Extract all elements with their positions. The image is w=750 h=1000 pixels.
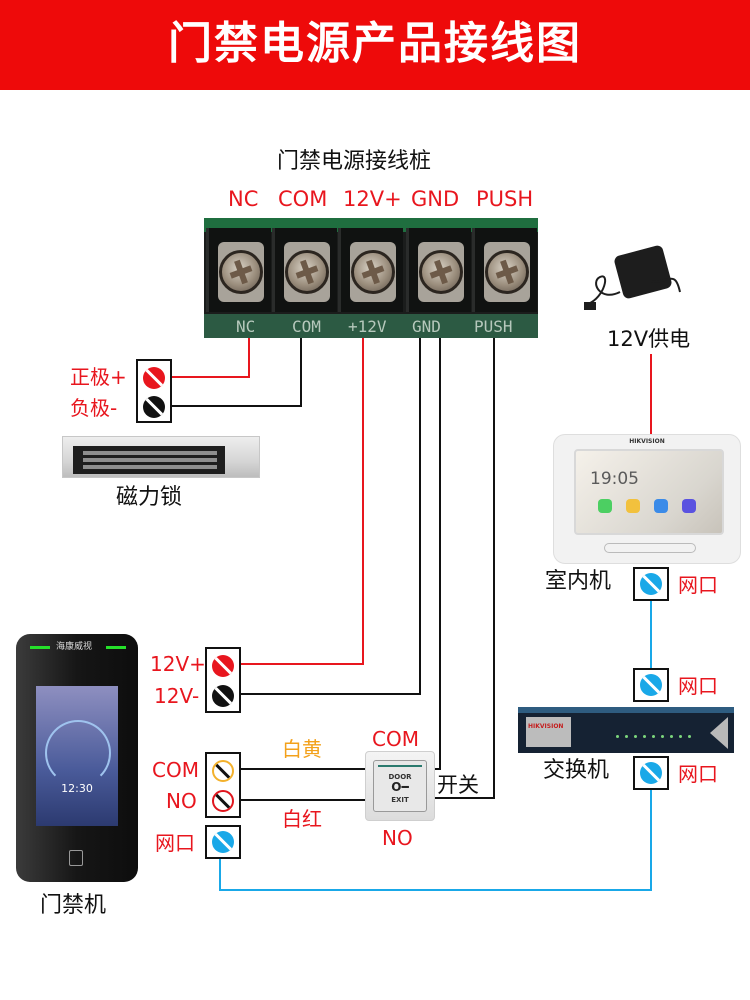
exit-button-image: DOOR O━ EXIT <box>365 751 435 821</box>
network-switch-image: HIKVISION <box>518 707 734 753</box>
exit-button-door-text: DOOR <box>388 773 412 781</box>
lock-positive-label: 正极+ <box>70 365 127 389</box>
pcb-label-com: COM <box>292 317 321 336</box>
power-terminal-title: 门禁电源接线桩 <box>277 149 432 174</box>
exit-button-switch-label: 开关 <box>437 773 479 797</box>
title-banner: 门禁电源产品接线图 <box>0 0 750 90</box>
screw-terminal-12v <box>338 228 403 312</box>
switch-top-net-connector <box>633 668 669 702</box>
monitor-net-label: 网口 <box>678 573 718 597</box>
switch-bottom-net-label: 网口 <box>678 762 718 786</box>
indoor-monitor-image: HIKVISION 19:05 <box>553 434 741 564</box>
wire-no-color-label: 白红 <box>282 807 322 831</box>
terminal-label-12v: 12V+ <box>343 187 402 211</box>
terminal-net-port-icon <box>212 831 234 853</box>
magnetic-lock-image <box>62 436 260 478</box>
pcb-label-12v: +12V <box>348 317 387 336</box>
terminal-no-icon <box>212 790 234 812</box>
terminal-power-plus-label: 12V+ <box>150 652 206 676</box>
terminal-relay-connector <box>205 752 241 818</box>
terminal-label-com: COM <box>278 187 328 211</box>
adapter-cable-icon <box>584 275 681 310</box>
wire-com-color-label: 白黄 <box>282 737 322 761</box>
access-terminal-label: 门禁机 <box>40 893 107 918</box>
terminal-brand: 海康威视 <box>56 642 93 652</box>
page-title: 门禁电源产品接线图 <box>168 18 582 69</box>
terminal-net-label: 网口 <box>155 831 195 855</box>
switch-top-net-port-icon <box>640 674 662 696</box>
switch-bottom-net-connector <box>633 756 669 790</box>
screw-terminal-com <box>272 228 337 312</box>
switch-bottom-net-port-icon <box>640 762 662 784</box>
message-app-icon <box>626 499 640 513</box>
exit-button-com-label: COM <box>372 727 419 751</box>
terminal-label-nc: NC <box>228 187 259 211</box>
switch-brand: HIKVISION <box>528 723 564 730</box>
wire-12v-to-terminal-plus <box>240 338 364 665</box>
face-scan-ring-icon <box>45 720 111 786</box>
monitor-net-port-icon <box>640 573 662 595</box>
pcb-label-nc: NC <box>236 317 256 336</box>
access-terminal-image: 海康威视 12:30 <box>16 634 138 882</box>
terminal-screen-time: 12:30 <box>61 782 93 795</box>
terminal-com-label: COM <box>152 758 199 782</box>
magnetic-lock-label: 磁力锁 <box>116 485 183 510</box>
terminal-no-label: NO <box>166 789 197 813</box>
lock-negative-label: 负极- <box>70 396 118 420</box>
pcb-label-push: PUSH <box>474 317 513 336</box>
wire-push-to-exit <box>432 330 495 799</box>
switch-top-net-label: 网口 <box>678 674 718 698</box>
indoor-monitor-label: 室内机 <box>545 569 612 594</box>
lock-positive-terminal-icon <box>143 367 165 389</box>
lock-connector <box>136 359 172 423</box>
wire-com-to-lock-negative <box>172 330 302 407</box>
phone-app-icon <box>598 499 612 513</box>
terminal-power-minus-icon <box>212 685 234 707</box>
wire-gnd-to-terminal-minus <box>240 330 421 695</box>
key-icon: O━ <box>391 780 409 794</box>
screw-terminal-push <box>472 228 537 312</box>
power-terminal-block-photo: NC COM +12V GND PUSH <box>204 218 538 338</box>
wire-switch-to-terminal-net <box>219 790 652 891</box>
adapter-label: 12V供电 <box>607 327 691 351</box>
camera-app-icon <box>654 499 668 513</box>
pcb-label-gnd: GND <box>412 317 441 336</box>
terminal-com-icon <box>212 760 234 782</box>
exit-button-no-label: NO <box>382 826 413 850</box>
terminal-label-push: PUSH <box>476 187 534 211</box>
monitor-net-connector <box>633 567 669 601</box>
exit-button-exit-text: EXIT <box>391 796 409 804</box>
terminal-power-connector <box>205 647 241 713</box>
card-reader-icon <box>69 850 83 866</box>
monitor-brand: HIKVISION <box>629 438 665 445</box>
terminal-power-minus-label: 12V- <box>154 684 200 708</box>
wire-nc-to-lock-positive <box>172 330 250 378</box>
screw-terminal-nc <box>206 228 271 312</box>
terminal-label-gnd: GND <box>411 187 460 211</box>
screw-terminal-gnd <box>406 228 471 312</box>
settings-app-icon <box>682 499 696 513</box>
switch-label: 交换机 <box>543 758 610 783</box>
monitor-button-bar <box>604 543 696 553</box>
lock-negative-terminal-icon <box>143 396 165 418</box>
terminal-power-plus-icon <box>212 655 234 677</box>
terminal-net-connector <box>205 825 241 859</box>
monitor-screen-time: 19:05 <box>590 469 639 489</box>
wire-gnd-to-exit-com <box>432 330 441 770</box>
